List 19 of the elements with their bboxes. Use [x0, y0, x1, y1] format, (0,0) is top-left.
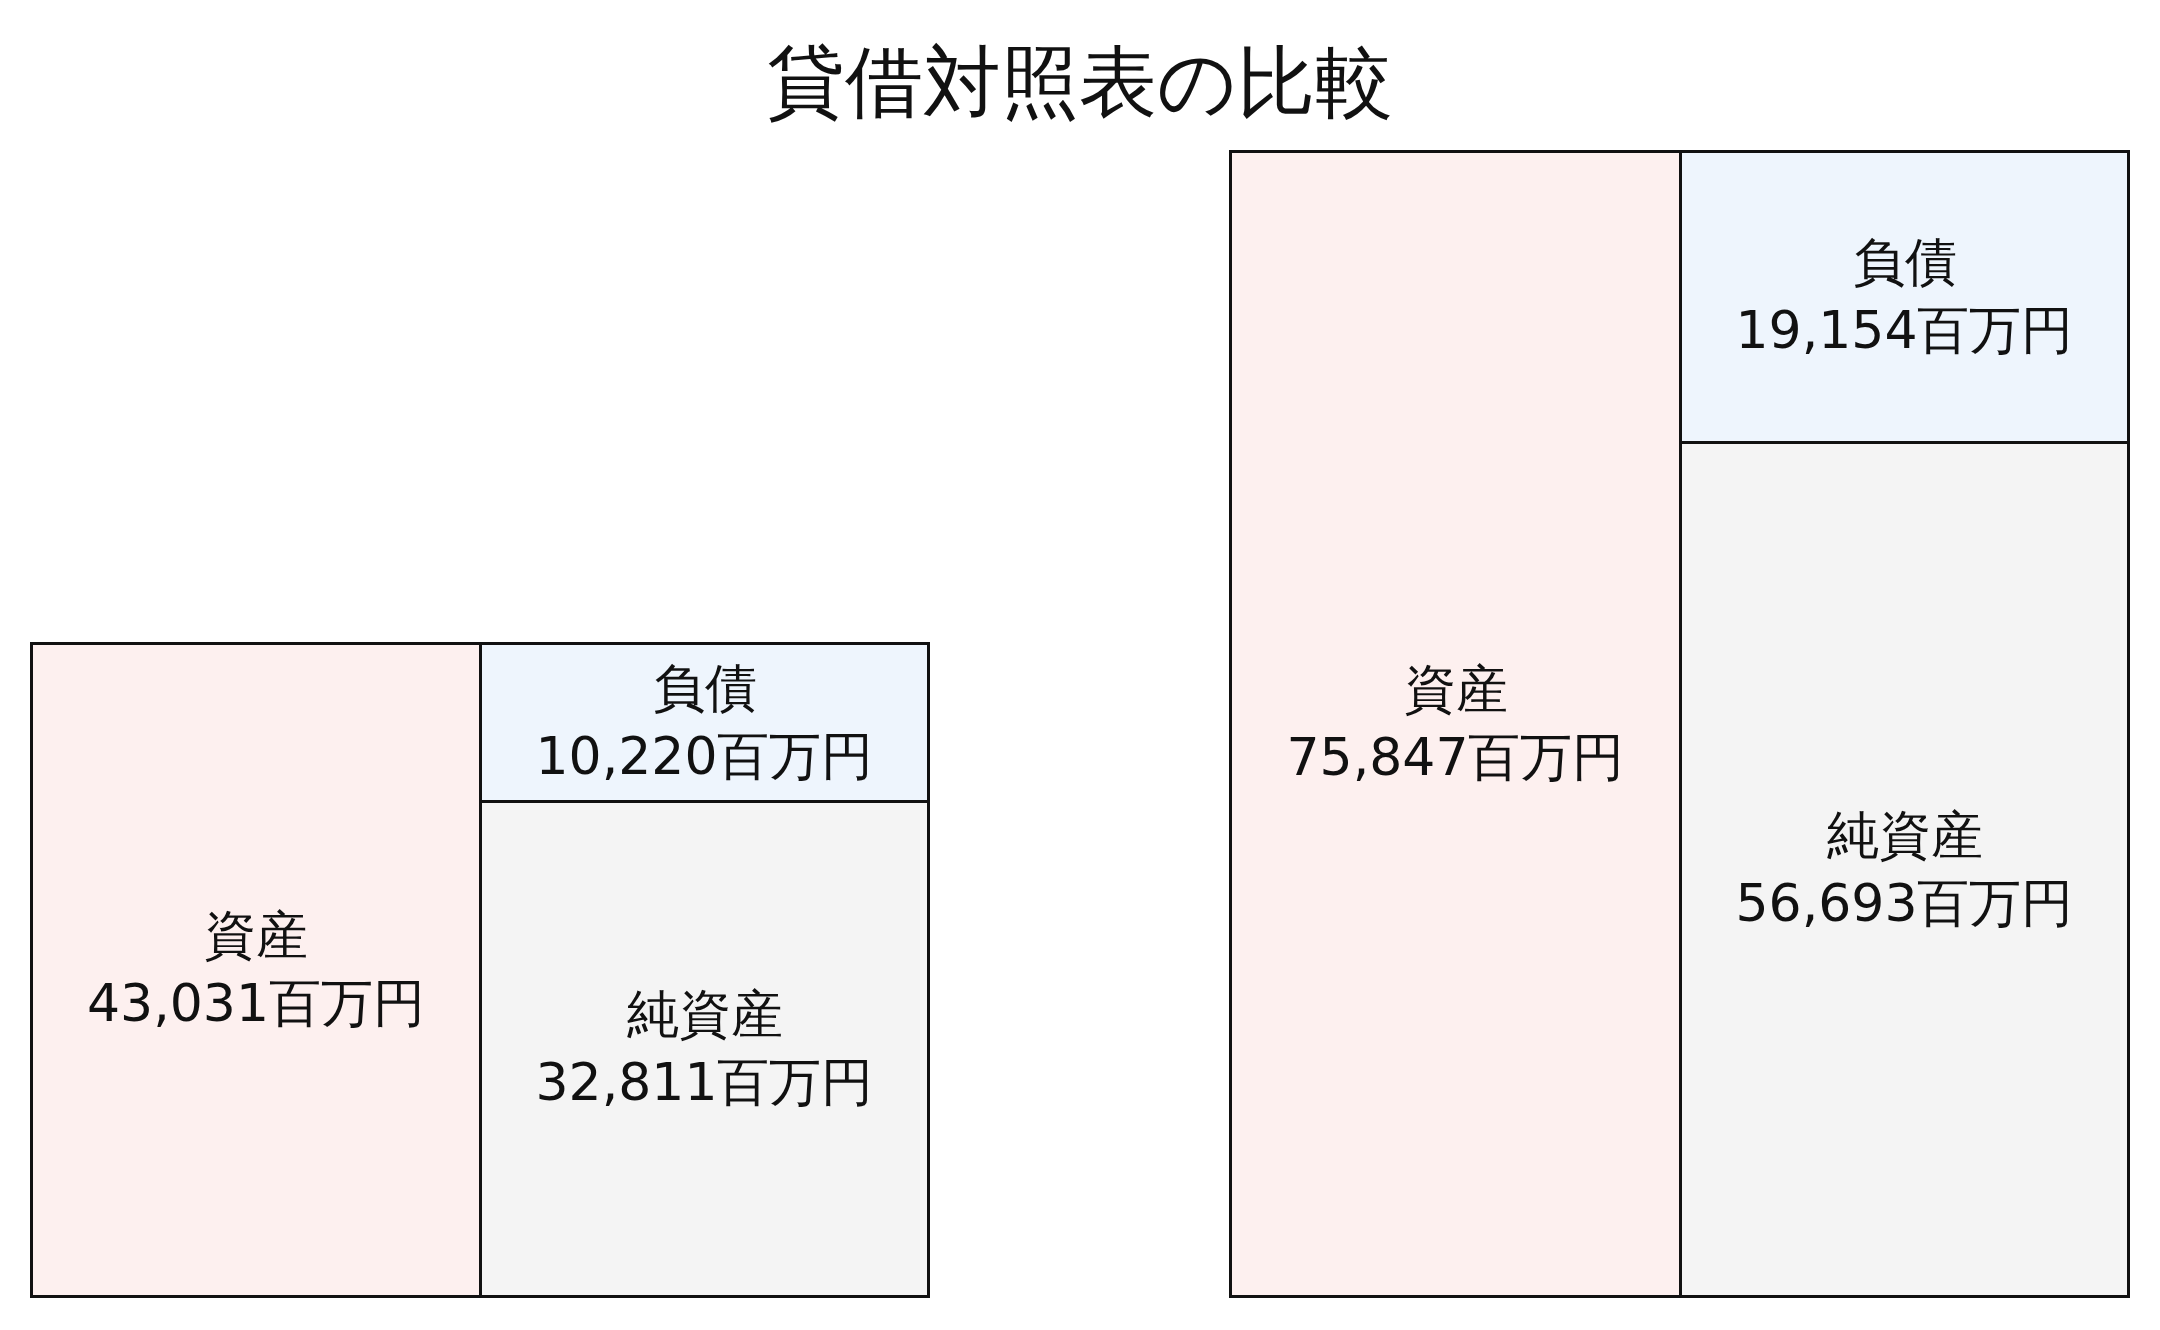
amount-label: 32,811百万円 — [535, 1051, 874, 1114]
net-assets-block — [479, 800, 930, 1298]
amount-label: 10,220百万円 — [535, 724, 874, 788]
liability-block — [479, 642, 930, 803]
amount-label: 19,154百万円 — [1735, 299, 2074, 362]
category-label: 資産 — [204, 904, 308, 968]
amount-label: 56,693百万円 — [1735, 871, 2074, 935]
asset-block — [30, 642, 482, 1298]
category-label: 純資産 — [626, 983, 783, 1047]
category-label: 負債 — [1852, 231, 1957, 295]
amount-label: 43,031百万円 — [87, 972, 425, 1035]
diagram-title: 貸借対照表の比較 — [766, 40, 1394, 126]
category-label: 負債 — [652, 656, 757, 720]
category-label: 純資産 — [1826, 803, 1983, 867]
net-assets-block — [1679, 441, 2130, 1298]
asset-block — [1229, 150, 1682, 1298]
category-label: 資産 — [1403, 658, 1508, 722]
amount-label: 75,847百万円 — [1286, 726, 1625, 789]
liability-block — [1679, 150, 2130, 444]
